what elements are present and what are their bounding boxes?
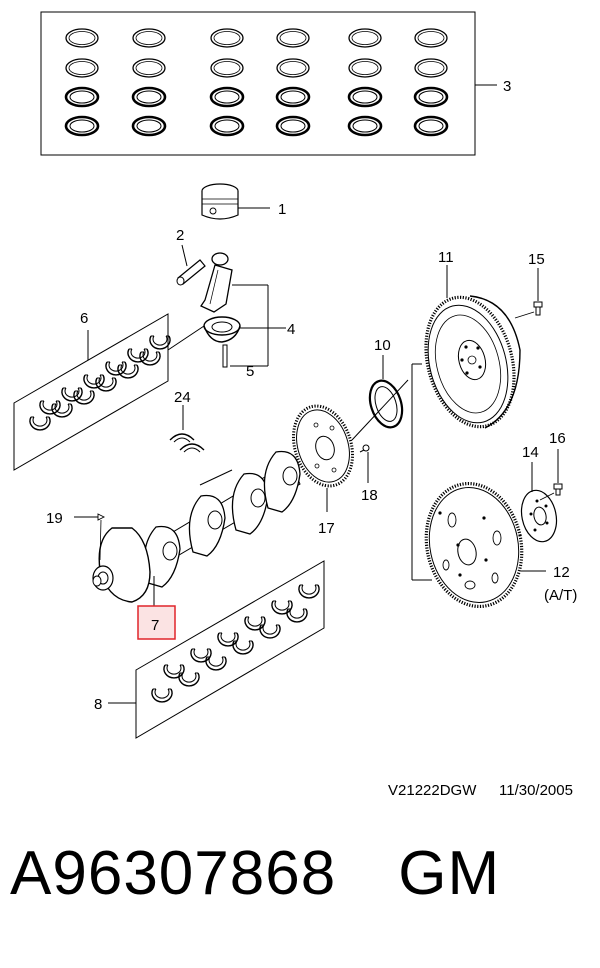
reluctor-ring	[292, 404, 354, 512]
piston-ring	[275, 86, 311, 108]
conrod-bearing-upper	[105, 361, 127, 376]
main-bearing-upper	[163, 664, 185, 679]
callout-15: 15	[528, 251, 545, 268]
bolt-18	[359, 444, 370, 483]
callout-6: 6	[80, 310, 88, 327]
piston-ring	[209, 86, 245, 108]
main-bearing-lower	[232, 640, 254, 655]
part-number: A96307868	[10, 839, 337, 908]
callout-12: 12	[553, 564, 570, 581]
main-bearing-upper	[298, 584, 320, 599]
callout-18: 18	[361, 487, 378, 504]
piston-ring	[210, 28, 244, 48]
drawing-date: 11/30/2005	[499, 782, 573, 799]
main-bearing-lower	[178, 672, 200, 687]
piston-ring	[347, 86, 383, 108]
flexplate	[424, 481, 546, 609]
callout-5: 5	[246, 363, 254, 380]
conrod-bearing-upper	[83, 374, 105, 389]
main-bearing-lower	[259, 624, 281, 639]
main-bearing-lower	[151, 688, 173, 703]
piston-ring	[131, 115, 167, 137]
crankshaft	[74, 450, 301, 606]
piston-ring	[414, 58, 448, 78]
main-bearing-lower	[286, 608, 308, 623]
conrod-bearing-lower	[95, 377, 117, 392]
crank-journal	[162, 541, 178, 561]
assembly-bracket	[351, 363, 432, 581]
piston-ring	[275, 115, 311, 137]
main-bearing-upper	[244, 616, 266, 631]
piston-ring	[348, 28, 382, 48]
conrod-bearing-lower	[29, 416, 51, 431]
piston-ring	[414, 28, 448, 48]
piston-ring	[413, 115, 449, 137]
callout-11: 11	[438, 249, 454, 266]
callout-12-note: (A/T)	[544, 587, 577, 604]
callout-14: 14	[522, 444, 539, 461]
conrod-bearing-set	[13, 313, 205, 471]
piston	[201, 183, 270, 220]
conrod-bearing-upper	[127, 348, 149, 363]
crank-journal	[250, 488, 266, 508]
piston-ring	[276, 28, 310, 48]
callout-8: 8	[94, 696, 102, 713]
piston-ring	[347, 115, 383, 137]
piston-ring	[65, 28, 99, 48]
piston-ring	[132, 58, 166, 78]
crank-journal	[282, 466, 298, 486]
thrust-washers	[169, 405, 205, 453]
piston-ring	[64, 86, 100, 108]
callout-2: 2	[176, 227, 184, 244]
callout-17: 17	[318, 520, 335, 537]
bolt-16	[539, 449, 563, 501]
callout-24: 24	[174, 389, 191, 406]
adapter-plate	[520, 462, 558, 543]
callout-1: 1	[278, 201, 286, 218]
main-bearing-upper	[271, 600, 293, 615]
bolt-15	[514, 268, 543, 319]
callout-10: 10	[374, 337, 391, 354]
piston-ring	[276, 58, 310, 78]
callout-4: 4	[287, 321, 295, 338]
conrod-bearing-lower	[139, 351, 161, 366]
highlight-box	[137, 605, 176, 640]
piston-pin	[176, 244, 206, 286]
piston-ring	[413, 86, 449, 108]
part-caption: A96307868 GM	[10, 838, 500, 909]
main-bearing-upper	[217, 632, 239, 647]
conrod-bearing-lower	[117, 364, 139, 379]
piston-ring	[65, 58, 99, 78]
drawing-reference: V21222DGW	[388, 782, 477, 799]
conrod-bearing-lower	[51, 403, 73, 418]
piston-ring-set	[40, 11, 497, 156]
piston-ring	[131, 86, 167, 108]
callout-19: 19	[46, 510, 63, 527]
callout-7: 7	[151, 617, 159, 634]
callout-3: 3	[503, 78, 511, 95]
connecting-rod	[200, 252, 286, 368]
main-bearing-set	[108, 560, 325, 739]
piston-ring	[132, 28, 166, 48]
piston-ring	[64, 115, 100, 137]
piston-ring	[210, 58, 244, 78]
conrod-bearing-lower	[73, 390, 95, 405]
flywheel	[424, 265, 521, 429]
piston-ring	[348, 58, 382, 78]
conrod-bearing-upper	[39, 400, 61, 415]
piston-ring	[209, 115, 245, 137]
main-bearing-upper	[190, 648, 212, 663]
conrod-bearing-upper	[149, 335, 171, 350]
callout-16: 16	[549, 430, 566, 447]
main-bearing-lower	[205, 656, 227, 671]
brand-name: GM	[398, 839, 501, 908]
conrod-bearing-upper	[61, 387, 83, 402]
crank-journal	[207, 510, 223, 530]
